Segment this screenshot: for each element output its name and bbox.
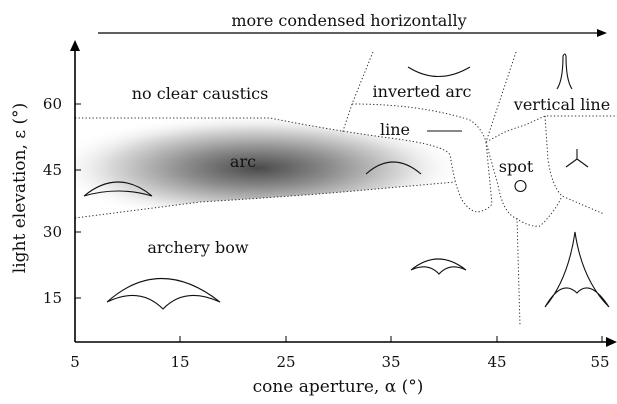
label-inverted-arc: inverted arc — [373, 82, 472, 101]
x-tick-5: 5 — [70, 353, 80, 371]
tri-junction-shape — [565, 149, 589, 168]
archery-bow-shape — [106, 277, 221, 310]
top-arrow-head — [597, 29, 607, 37]
top-arrow-label: more condensed horizontally — [231, 11, 466, 30]
y-axis-arrowhead — [70, 40, 80, 51]
y-tick-60: 60 — [43, 95, 62, 113]
peaked-bow-shape — [544, 231, 610, 308]
x-axis-label: cone aperture, α (°) — [253, 377, 424, 397]
x-tick-55: 55 — [590, 353, 609, 371]
label-vertical-line: vertical line — [513, 95, 610, 114]
inverted-arc-shape — [407, 66, 471, 77]
spot-left-boundary — [485, 141, 493, 205]
vertical-divider-boundary — [516, 217, 521, 327]
inverted-arc-right-boundary — [485, 51, 517, 143]
inverted-arc-left-boundary — [341, 51, 374, 135]
vertical-line-lower-boundary — [544, 115, 605, 215]
y-axis-label: light elevation, ε (°) — [10, 103, 30, 273]
label-spot: spot — [499, 157, 534, 176]
small-bow-shape — [410, 258, 467, 275]
arc-band — [75, 118, 455, 218]
label-arc: arc — [230, 152, 256, 171]
spot-top-boundary — [485, 115, 617, 143]
y-tick-15: 15 — [43, 289, 62, 307]
x-ticks — [74, 336, 603, 342]
spot-shape — [514, 180, 527, 192]
label-no-clear-caustics: no clear caustics — [132, 84, 269, 103]
label-line: line — [380, 120, 410, 139]
y-ticks — [75, 103, 81, 299]
x-tick-15: 15 — [170, 353, 189, 371]
x-tick-35: 35 — [381, 353, 400, 371]
x-tick-45: 45 — [487, 353, 506, 371]
arc-shape-right — [365, 161, 422, 175]
spot-right-boundary — [485, 141, 563, 227]
arc-shape-left — [83, 181, 153, 197]
x-axis-arrowhead — [606, 337, 617, 347]
y-tick-45: 45 — [43, 161, 62, 179]
arc-region-lower-boundary — [74, 181, 456, 219]
y-tick-30: 30 — [43, 223, 62, 241]
x-tick-25: 25 — [276, 353, 295, 371]
inverted-arc-bottom-boundary — [351, 103, 487, 143]
vertical-line-shape — [556, 53, 573, 90]
label-archery-bow: archery bow — [147, 238, 249, 257]
